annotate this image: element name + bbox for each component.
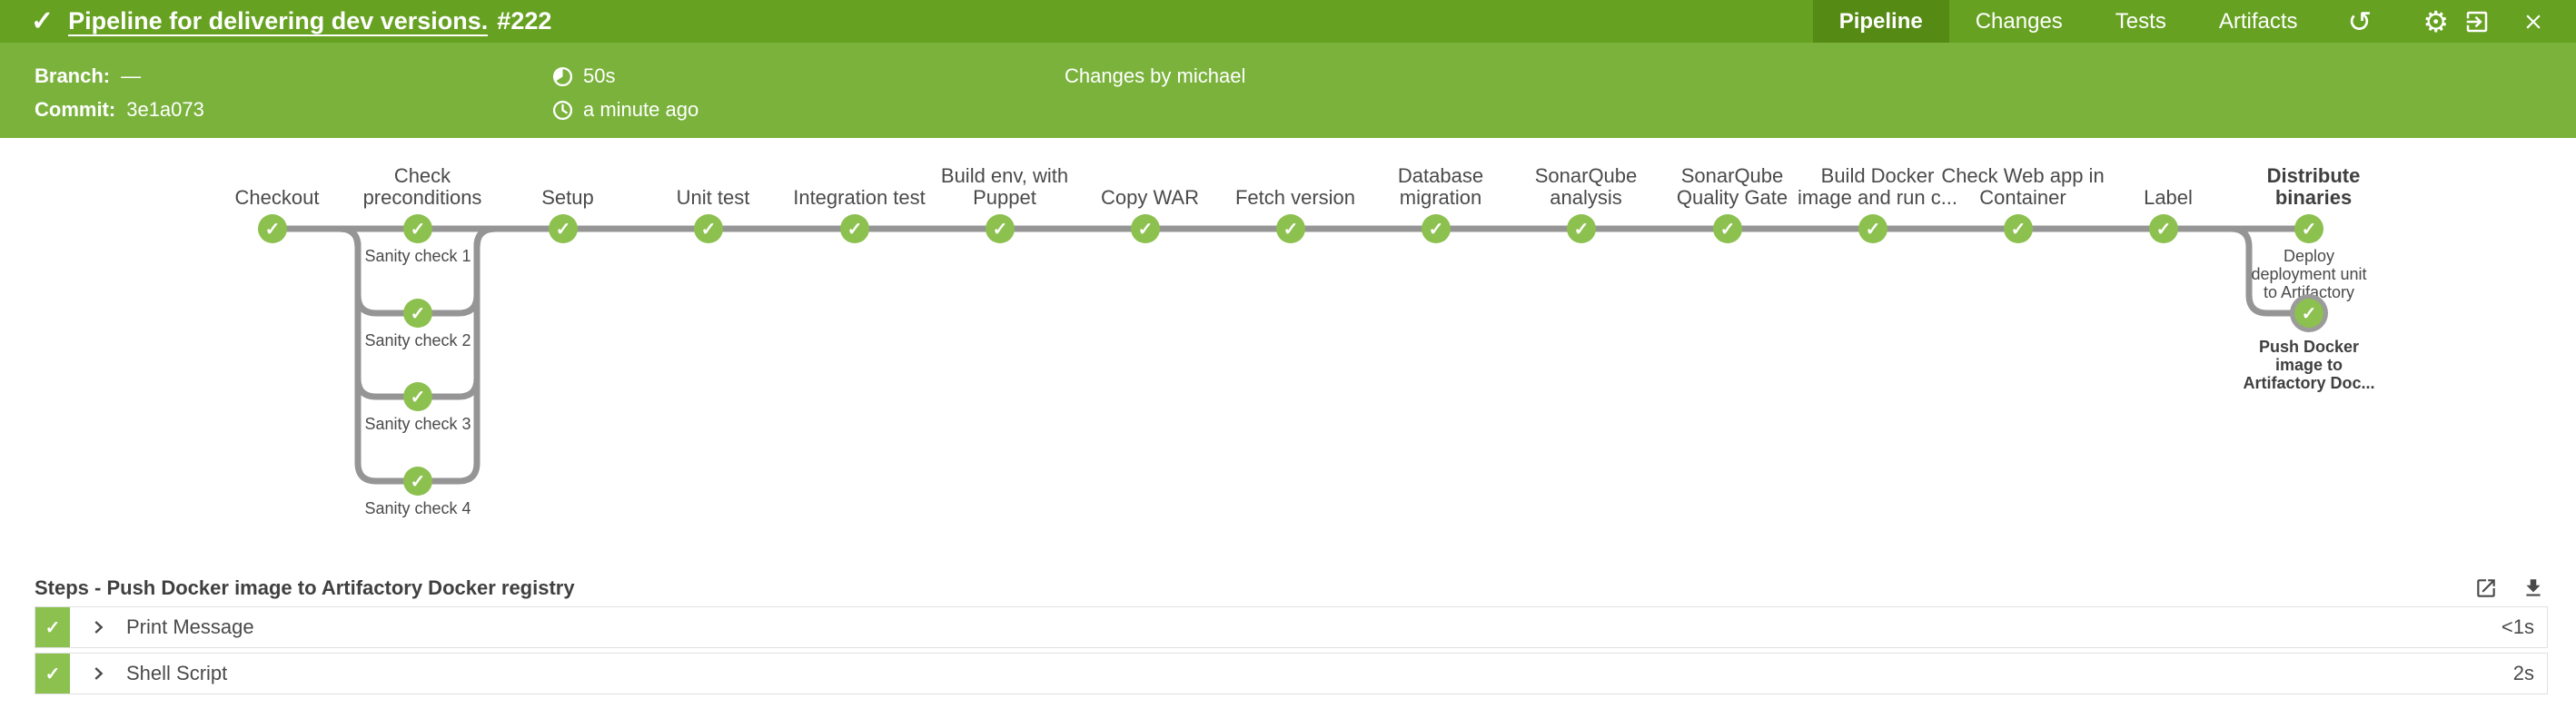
stage-label-copy-war: Copy WAR [1101,186,1199,209]
stage-label-integration-test: Integration test [793,186,926,209]
page-title: Pipeline for delivering dev versions. #22… [68,7,552,36]
branch-label-sanity-check-1: Sanity check 1 [364,247,471,265]
rerun-icon[interactable]: ↺ [2348,0,2373,43]
stage-fetch-version-success-node[interactable]: ✓ [1276,214,1305,243]
step-name: Print Message [126,615,254,638]
stage-sonarqube-analysis-success-node[interactable]: ✓ [1567,214,1596,243]
run-number: #222 [497,7,552,34]
stage-label-unit-test: Unit test [676,186,750,209]
stage-database-migration-success-node[interactable]: ✓ [1422,214,1451,243]
tab-tests[interactable]: Tests [2115,8,2166,34]
close-icon[interactable] [2522,0,2545,43]
stage-label-fetch-version: Fetch version [1234,186,1356,209]
step-row-print-message[interactable]: ✓ Print Message <1s [35,606,2548,648]
branch-label-sanity-check-4: Sanity check 4 [364,499,471,517]
chevron-right-icon [88,617,108,637]
stage-label-success-node[interactable]: ✓ [2149,214,2178,243]
time-ago-value: a minute ago [583,98,699,121]
steps-title: Steps - Push Docker image to Artifactory… [35,576,575,599]
branch-sanity-check-2-success-node[interactable]: ✓ [403,299,432,328]
stage-label-label: Label [2144,186,2193,209]
stage-build-docker-image-and-run-c-success-node[interactable]: ✓ [1858,214,1887,243]
stage-integration-test-success-node[interactable]: ✓ [840,214,869,243]
duration-timer-icon [552,66,573,86]
duration-value: 50s [583,64,616,87]
stage-unit-test-success-node[interactable]: ✓ [694,214,723,243]
stage-build-env-with-puppet-success-node[interactable]: ✓ [986,214,1015,243]
branch-label-sanity-check-3: Sanity check 3 [364,415,471,433]
tab-pipeline[interactable]: Pipeline [1812,0,1949,43]
pipeline-name-link[interactable]: Pipeline for delivering dev versions. [68,7,489,36]
stage-setup-success-node[interactable]: ✓ [549,214,578,243]
commit-value: 3e1a073 [126,98,204,121]
changes-author: Changes by michael [1065,64,1246,87]
run-status-check-icon: ✓ [31,6,54,36]
branch-sanity-check-4-success-node[interactable]: ✓ [403,467,432,496]
tab-artifacts[interactable]: Artifacts [2218,8,2298,34]
stage-label-checkout: Checkout [234,186,320,209]
steps-actions [2474,576,2545,600]
step-row-shell-script[interactable]: ✓ Shell Script 2s [35,653,2548,694]
stage-sonarqube-quality-gate-success-node[interactable]: ✓ [1713,214,1742,243]
step-name: Shell Script [126,662,228,684]
stage-checkout-success-node[interactable]: ✓ [258,214,287,243]
clock-icon [552,100,573,120]
duration-field: 50s [552,64,615,88]
branch-sanity-check-3-success-node[interactable]: ✓ [403,382,432,411]
commit-label: Commit: [35,98,116,121]
step-success-check-icon: ✓ [35,654,70,694]
download-log-icon[interactable] [2522,576,2545,600]
branch-label-sanity-check-2: Sanity check 2 [364,331,471,349]
steps-panel: Steps - Push Docker image to Artifactory… [0,570,2576,699]
stage-label-setup: Setup [541,186,594,209]
step-duration: <1s [2501,615,2534,638]
commit-field: Commit: 3e1a073 [35,98,204,122]
branch-sanity-check-1-success-node[interactable]: ✓ [403,214,432,243]
step-success-check-icon: ✓ [35,607,70,647]
stage-check-web-app-in-container-success-node[interactable]: ✓ [2004,214,2033,243]
branch-deploy-deployment-unit-to-artifactory-success-node[interactable]: ✓ [2294,214,2323,243]
time-ago-field: a minute ago [552,98,698,122]
run-tabs: Pipeline Changes Tests Artifacts ↺ ⚙ [1812,0,2576,43]
tab-changes[interactable]: Changes [1975,8,2063,34]
open-in-new-window-icon[interactable] [2474,576,2498,600]
step-duration: 2s [2512,662,2534,684]
branch-label: Branch: [35,64,111,87]
settings-gear-icon[interactable]: ⚙ [2422,0,2449,43]
run-info-bar: Branch: — 50s Changes by michael Commit:… [0,43,2576,138]
chevron-right-icon [88,664,108,684]
run-title-area: ✓ Pipeline for delivering dev versions. #… [0,0,551,43]
stage-copy-war-success-node[interactable]: ✓ [1131,214,1160,243]
branch-push-docker-image-to-artifactory-doc-success-node[interactable]: ✓ [2294,299,2323,328]
run-header: ✓ Pipeline for delivering dev versions. #… [0,0,2576,43]
exit-to-classic-icon[interactable] [2463,0,2491,43]
branch-value: — [121,64,142,87]
branch-field: Branch: — [35,64,141,88]
